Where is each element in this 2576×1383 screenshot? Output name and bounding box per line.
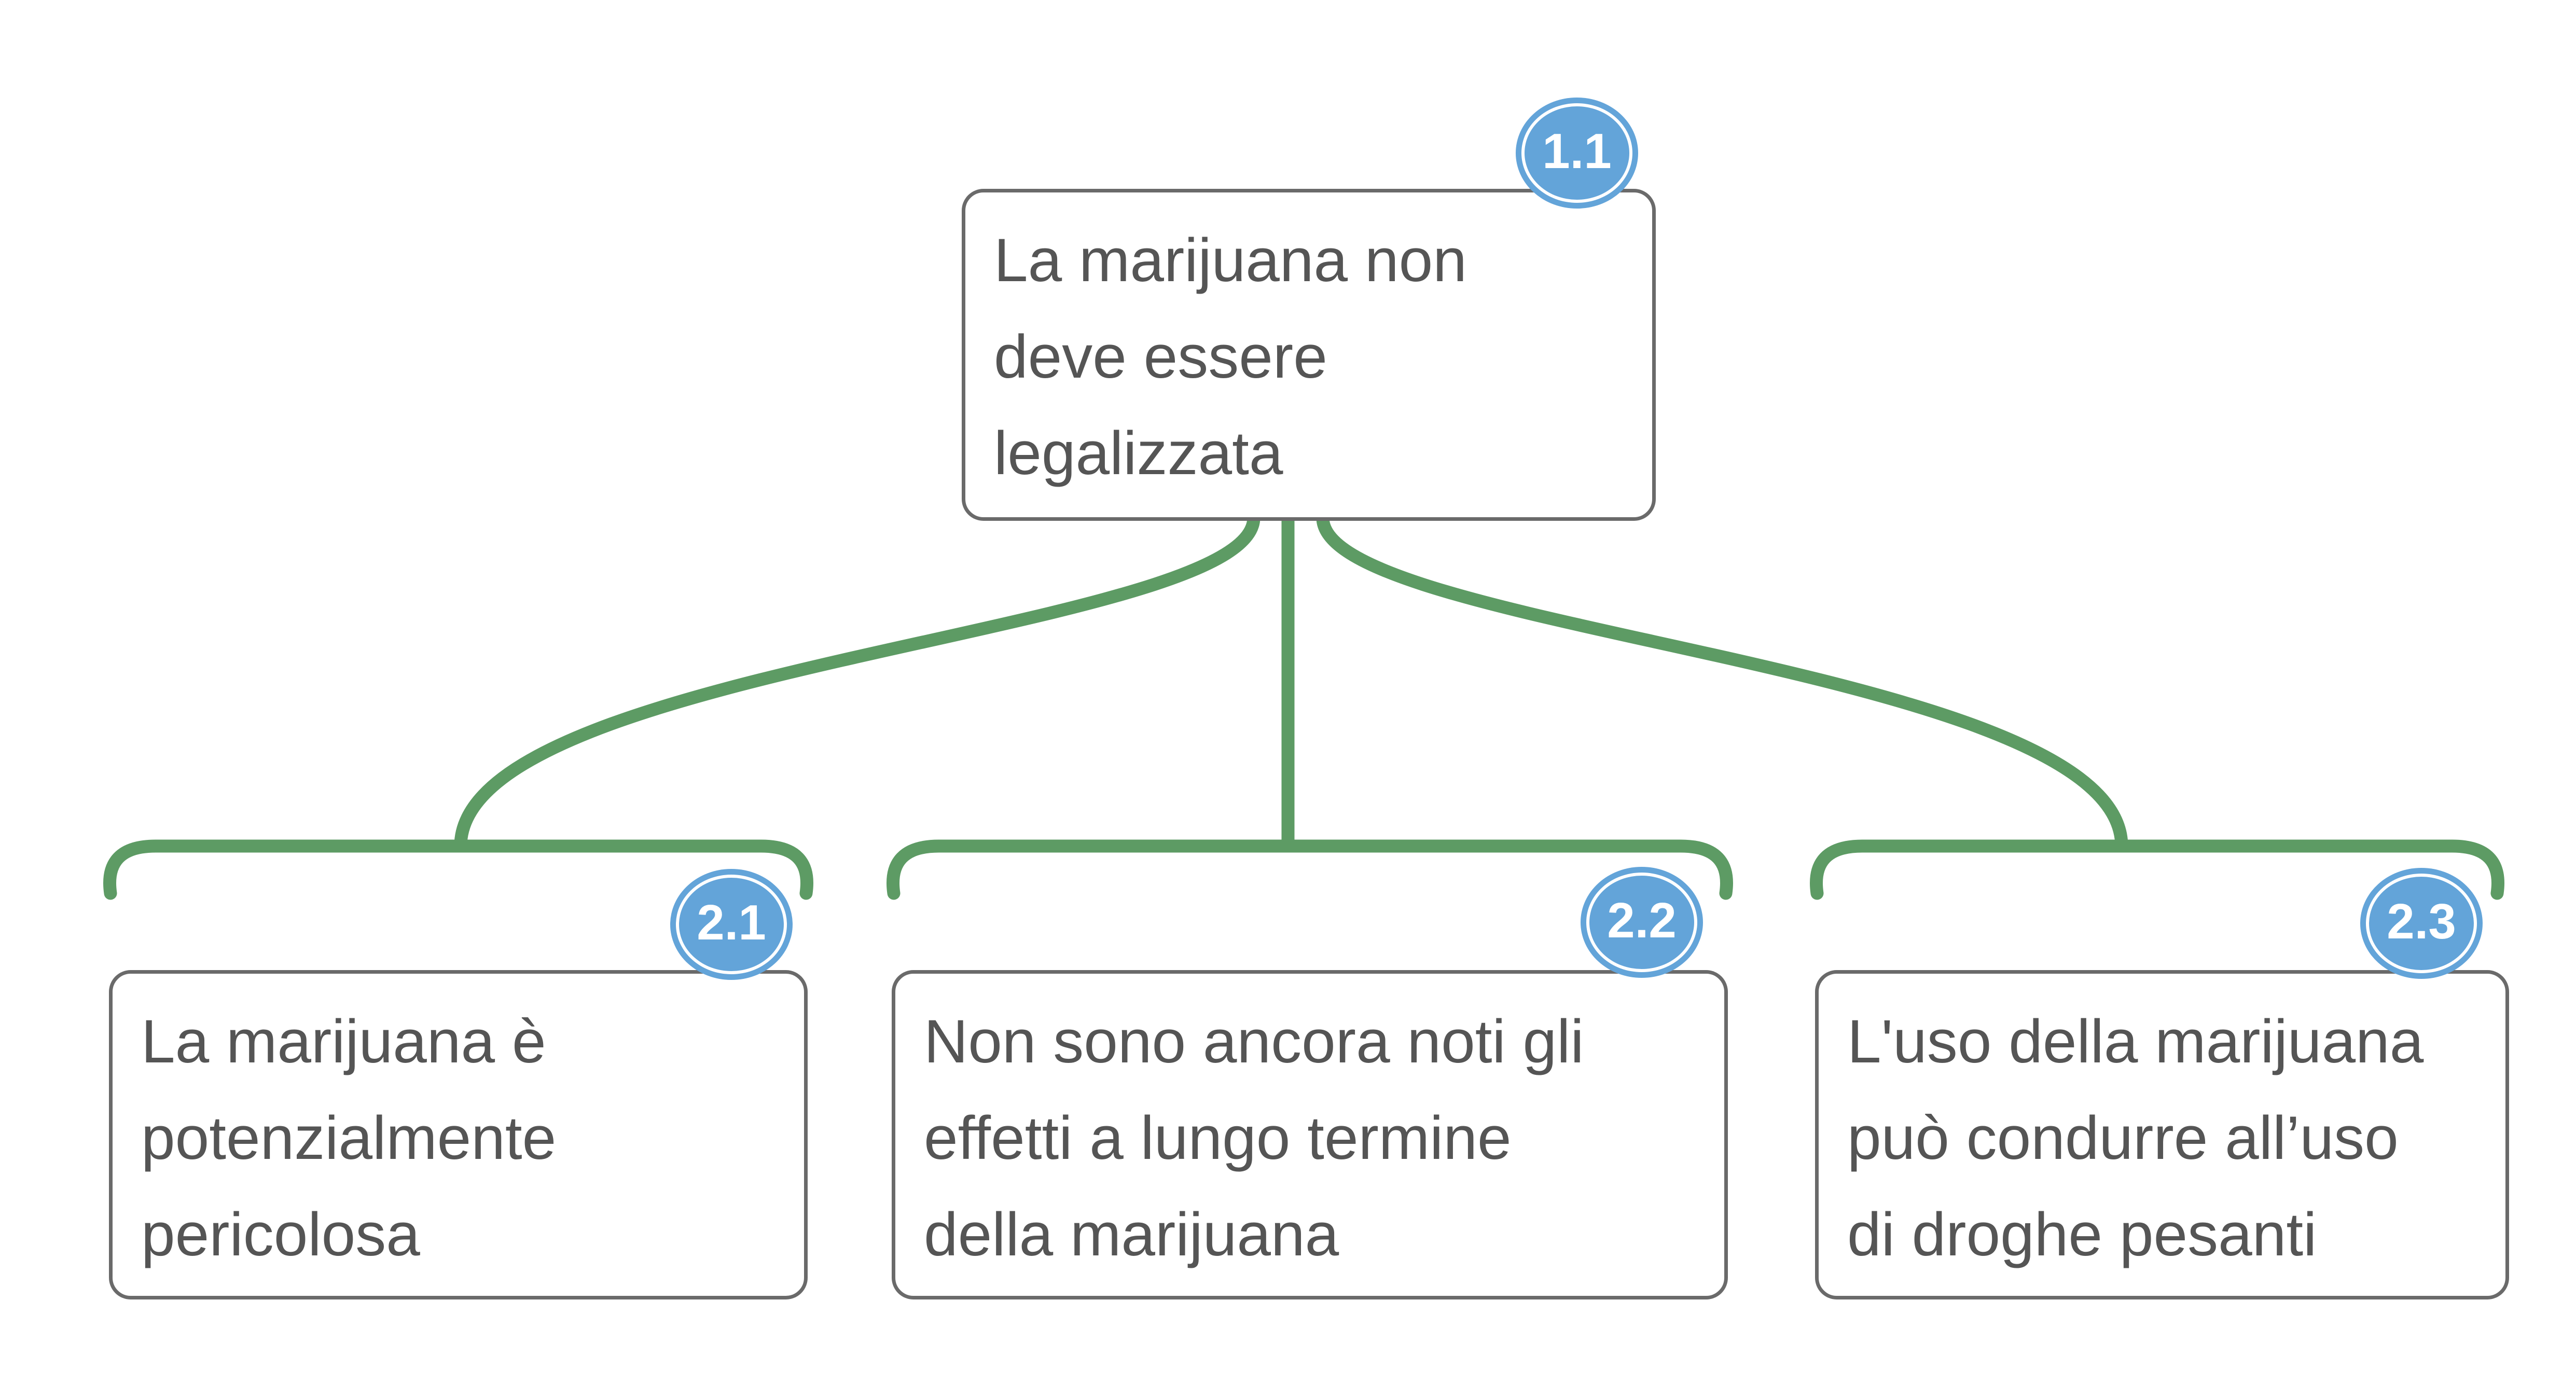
node-badge-1-1-label: 1.1 [1542,123,1612,179]
connector-root-to-child-1 [454,511,1261,853]
group-bracket-child-3 [1810,839,2504,900]
node-reason-2-3[interactable]: L'uso della marijuana può condurre all’u… [1815,970,2509,1299]
node-reason-2-1-text: La marijuana è potenzialmente pericolosa [141,1007,557,1269]
node-reason-2-2[interactable]: Non sono ancora noti gli effetti a lungo… [892,970,1728,1299]
node-badge-2-1[interactable]: 2.1 [670,869,793,980]
node-badge-2-3[interactable]: 2.3 [2360,868,2483,979]
node-badge-2-2-label: 2.2 [1607,893,1677,948]
group-bracket-child-1 [103,839,813,900]
node-reason-2-2-text: Non sono ancora noti gli effetti a lungo… [924,1007,1584,1269]
node-claim-1-1[interactable]: La marijuana non deve essere legalizzata [962,189,1656,521]
node-badge-2-3-label: 2.3 [2387,894,2456,949]
node-badge-2-1-label: 2.1 [697,895,766,950]
node-claim-1-1-text: La marijuana non deve essere legalizzata [994,226,1467,488]
connector-root-to-child-3 [1316,511,2128,853]
group-bracket-child-2 [887,839,1733,900]
node-reason-2-1[interactable]: La marijuana è potenzialmente pericolosa [109,970,808,1299]
node-badge-2-2[interactable]: 2.2 [1581,867,1703,978]
node-reason-2-3-text: L'uso della marijuana può condurre all’u… [1847,1007,2424,1269]
node-badge-1-1[interactable]: 1.1 [1516,98,1638,209]
